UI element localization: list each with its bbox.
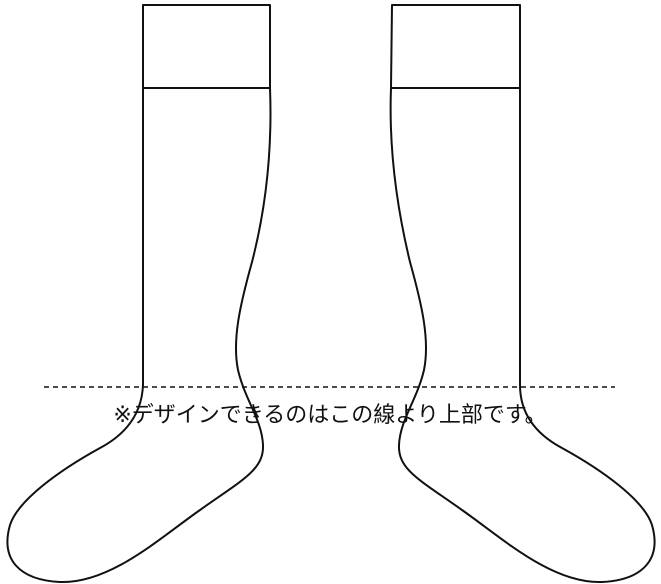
left-sock-outline [6,4,272,584]
right-sock [389,4,656,584]
left-sock [6,4,272,584]
design-area-note: ※デザインできるのはこの線より上部です。 [113,403,546,428]
right-sock-outline [389,4,656,584]
